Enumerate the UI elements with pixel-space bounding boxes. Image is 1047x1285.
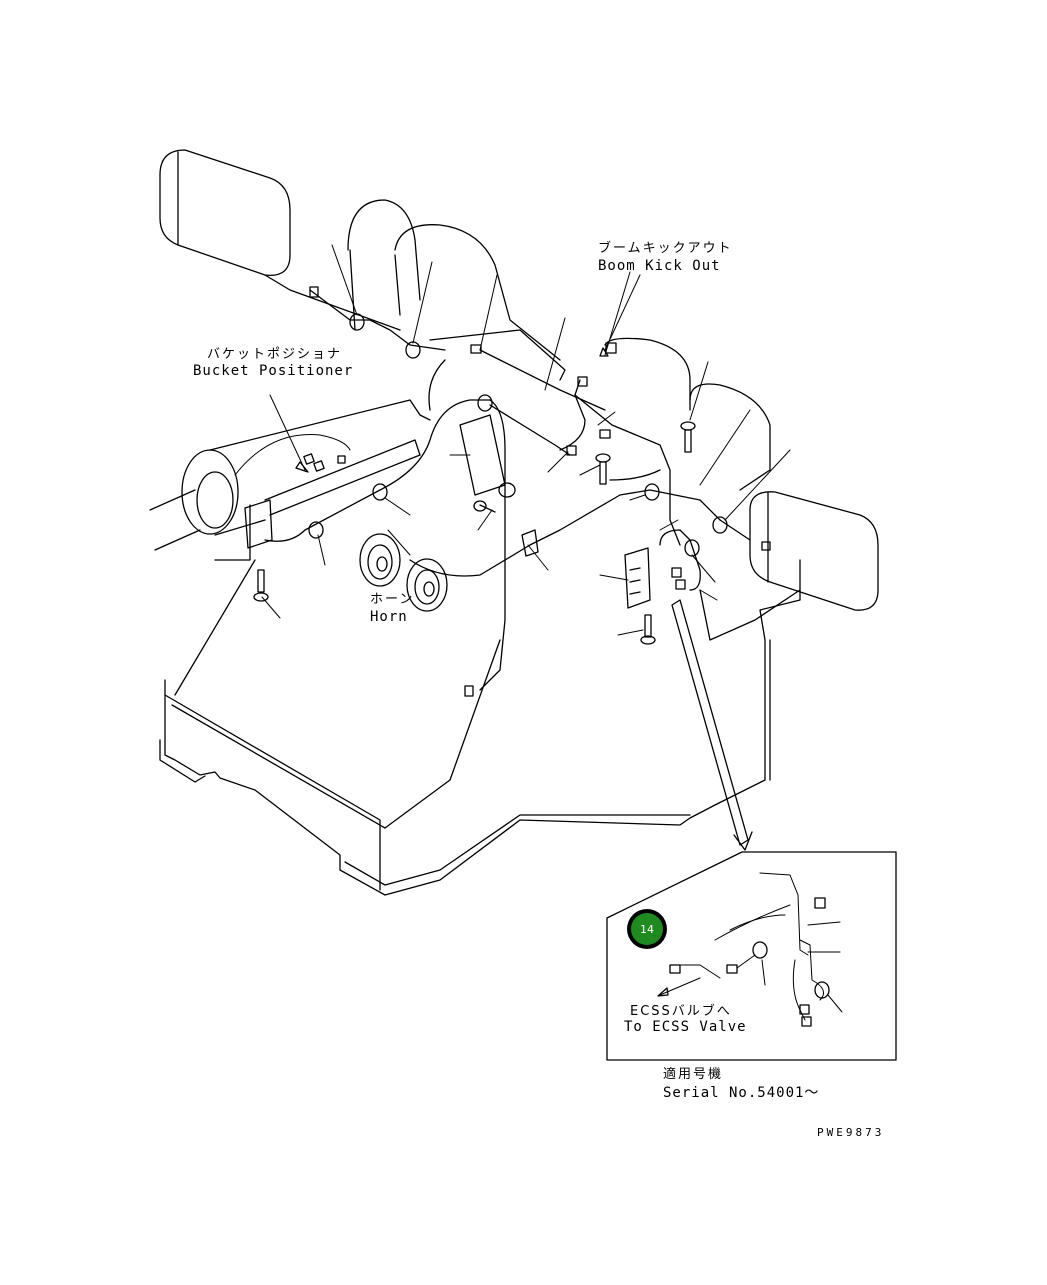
callout-marker[interactable]: 14 xyxy=(627,909,667,949)
text-labels: ブームキックアウト Boom Kick Out バケットポジショナ Bucket… xyxy=(193,240,884,1139)
bolts xyxy=(253,421,696,645)
brackets xyxy=(244,414,701,609)
horn-label: Horn xyxy=(370,609,408,625)
bucket-positioner-label: Bucket Positioner xyxy=(193,363,353,379)
horn-label-jp: ホーン xyxy=(370,592,414,607)
boom-kick-out-label: Boom Kick Out xyxy=(598,258,721,274)
frame-body xyxy=(159,559,801,896)
detail-inset xyxy=(606,851,897,1061)
bucket-positioner-harness xyxy=(234,394,351,476)
left-axle-hub xyxy=(149,399,431,561)
serial-label-jp: 適用号機 xyxy=(663,1066,723,1082)
ecss-valve-label-jp: ECSSバルブへ xyxy=(630,1003,732,1019)
ecss-valve-label: To ECSS Valve xyxy=(624,1019,747,1035)
bucket-positioner-label-jp: バケットポジショナ xyxy=(207,347,342,362)
grommets xyxy=(308,313,728,557)
detail-pointer-arrow xyxy=(671,599,753,851)
upper-fenders xyxy=(347,199,771,491)
right-rear-lamp xyxy=(719,491,879,611)
main-harness xyxy=(264,289,721,691)
serial-label: Serial No.54001～ xyxy=(663,1085,819,1101)
leader-lines xyxy=(261,244,791,636)
left-rear-lamp xyxy=(159,149,401,331)
boom-kick-out-label-jp: ブームキックアウト xyxy=(598,240,733,256)
connectors xyxy=(309,286,771,697)
callout-number[interactable]: 14 xyxy=(640,923,654,936)
horn-assembly xyxy=(359,529,448,612)
drawing-code: PWE9873 xyxy=(817,1126,884,1139)
